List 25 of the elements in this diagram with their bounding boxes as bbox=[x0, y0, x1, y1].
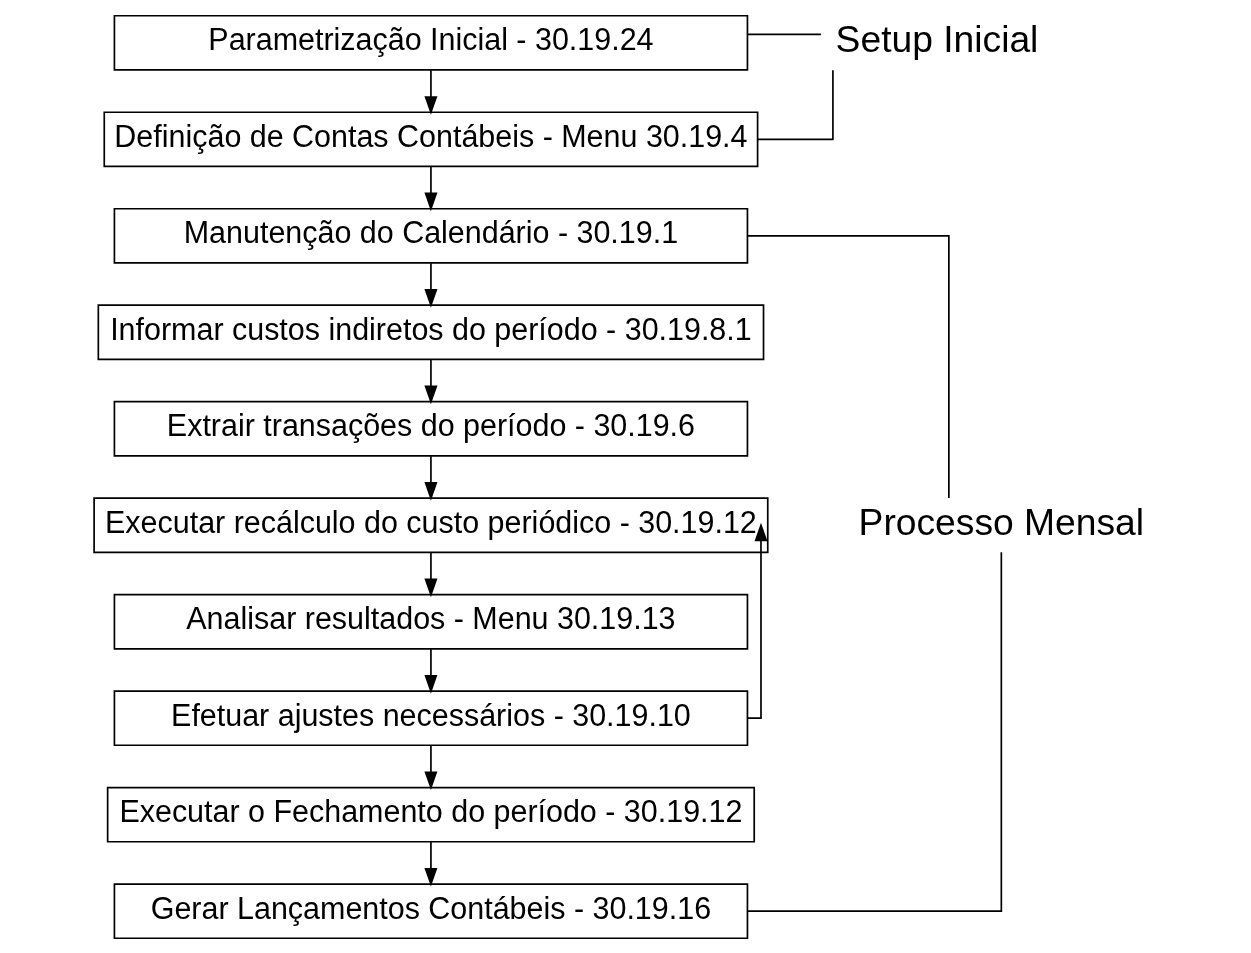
arrow bbox=[423, 165, 437, 211]
node-box: Extrair transações do período - 30.19.6 bbox=[113, 400, 748, 457]
node-box: Parametrização Inicial - 30.19.24 bbox=[113, 14, 748, 71]
node-box: Informar custos indiretos do período - 30.19.8.1 bbox=[97, 303, 764, 360]
node-box: Definição de Contas Contábeis - Menu 30.19.4 bbox=[102, 110, 758, 167]
arrow bbox=[423, 358, 437, 404]
node-text: Processo Mensal bbox=[858, 500, 1144, 543]
node-box: Analisar resultados - Menu 30.19.13 bbox=[113, 593, 748, 650]
arrow bbox=[423, 840, 437, 887]
arrow bbox=[423, 551, 437, 597]
arrow bbox=[423, 647, 437, 694]
connector bbox=[746, 551, 1002, 912]
node-box: Manutenção do Calendário - 30.19.1 bbox=[113, 207, 748, 264]
arrow bbox=[423, 744, 437, 790]
arrow bbox=[423, 261, 437, 308]
node-text: Setup Inicial bbox=[835, 17, 1038, 60]
node-box: Gerar Lançamentos Contábeis - 30.19.16 bbox=[113, 882, 748, 939]
arrow bbox=[423, 68, 437, 115]
node-box: Efetuar ajustes necessários - 30.19.10 bbox=[113, 689, 748, 746]
connector bbox=[746, 234, 950, 499]
arrow bbox=[746, 522, 767, 719]
arrow bbox=[423, 454, 437, 501]
connector bbox=[746, 33, 822, 35]
node-box: Executar o Fechamento do período - 30.19.12 bbox=[106, 786, 755, 843]
connector bbox=[756, 68, 834, 140]
